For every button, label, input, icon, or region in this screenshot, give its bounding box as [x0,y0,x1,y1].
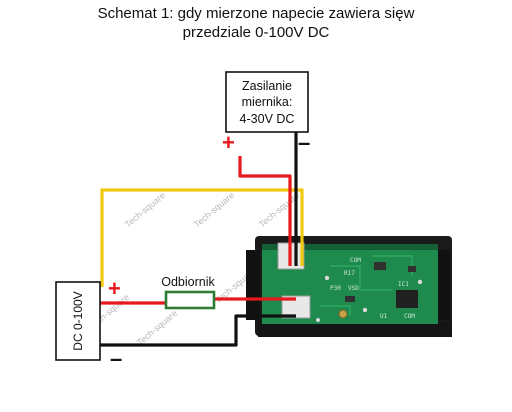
yellow-wire [100,188,304,287]
pcb-label: VSD [348,285,359,292]
watermark-1: Tech-square [123,190,167,229]
smd-component [345,296,355,302]
pcb-label: R17 [344,270,355,277]
pcb-label: U1 [380,313,388,320]
load-label: Odbiornik [161,275,215,289]
via-hole [316,318,320,322]
module-left-clip [246,250,260,320]
supply-plus-sign: + [222,130,235,155]
supply-label-line-1: Zasilanie [242,79,292,93]
pcb-label: P30 [330,285,341,292]
voltmeter-module: R17 P30 VSD COM IC1 U1 COM [246,236,452,337]
pcb-trace [320,305,351,316]
trimmer-potentiometer [338,309,348,319]
supply-label-line-3: 4-30V DC [240,112,295,126]
pcb-shadow [262,244,438,250]
smd-component [408,266,416,272]
supply-red-wire [238,156,292,266]
dc-source-label: DC 0-100V [71,291,85,350]
pcb-label: COM [404,313,415,320]
smd-component [374,262,386,270]
ic-chip [396,290,418,308]
pcb-label: COM [350,257,361,264]
supply-label-line-2: miernika: [242,95,293,109]
diagram-title-line-2: przedziale 0-100V DC [182,24,330,41]
watermark-2: Tech-square [192,190,236,229]
wires [100,132,304,347]
supply-box-frame [225,71,309,133]
source-minus-sign: – [110,346,122,371]
pcb-trace [330,265,392,291]
dc-source-frame [55,281,101,361]
via-hole [417,279,423,285]
pcb-label: IC1 [398,281,409,288]
module-bottom-lip [258,321,452,337]
via-hole [362,307,368,313]
measure-connector [281,295,311,319]
dc-source-box: DC 0-100V [55,281,101,361]
supply-minus-sign: – [298,130,310,155]
resistor-body [164,290,216,310]
supply-box: Zasilanie miernika: 4-30V DC [225,71,309,133]
module-right-clip [436,250,450,320]
watermark-5: Tech-square [135,308,179,347]
load-resistor: Odbiornik [161,275,216,310]
diagram-title-line-1: Schemat 1: gdy mierzone napecie zawiera … [97,5,415,22]
measure-black-wire [100,314,296,347]
source-plus-sign: + [108,276,121,301]
via-hole [324,275,330,281]
